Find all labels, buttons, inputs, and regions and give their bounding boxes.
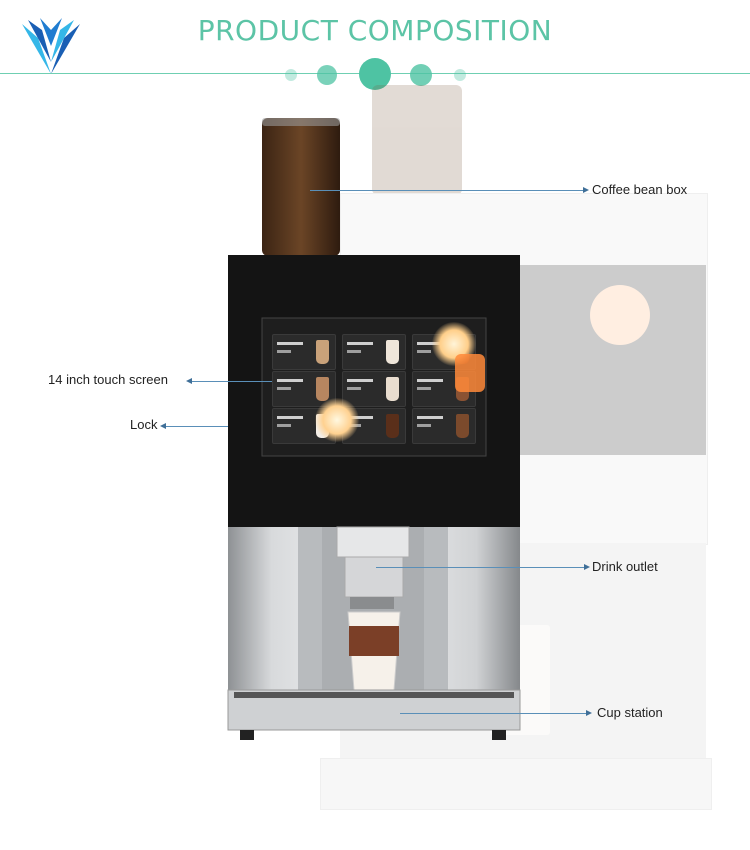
page-title: PRODUCT COMPOSITION xyxy=(197,14,553,47)
screen-glow xyxy=(455,354,485,392)
arrow-right-icon xyxy=(583,187,589,193)
cup-station-label: Cup station xyxy=(597,705,663,720)
indicator-dot xyxy=(285,69,297,81)
cup-station-leader xyxy=(400,713,588,714)
brand-logo-icon xyxy=(18,16,84,78)
drink-outlet-label: Drink outlet xyxy=(592,559,658,574)
indicator-dot xyxy=(410,64,432,86)
indicator-dot xyxy=(317,65,337,85)
indicator-dot-active xyxy=(359,58,391,90)
arrow-left-icon xyxy=(160,423,166,429)
menu-tile xyxy=(412,408,476,444)
lock-leader xyxy=(166,426,228,427)
coffee-bean-box-label: Coffee bean box xyxy=(592,182,688,197)
screen-glow xyxy=(315,398,359,442)
drink-outlet-leader xyxy=(376,567,586,568)
touch-screen-label: 14 inch touch screen xyxy=(48,372,168,387)
menu-tile xyxy=(342,334,406,370)
menu-tile xyxy=(272,334,336,370)
touch-screen-leader xyxy=(192,381,272,382)
lock-label: Lock xyxy=(130,417,158,432)
arrow-right-icon xyxy=(586,710,592,716)
arrow-right-icon xyxy=(584,564,590,570)
arrow-left-icon xyxy=(186,378,192,384)
menu-tile xyxy=(342,371,406,407)
coffee-bean-box-leader xyxy=(310,190,585,191)
indicator-dot xyxy=(454,69,466,81)
